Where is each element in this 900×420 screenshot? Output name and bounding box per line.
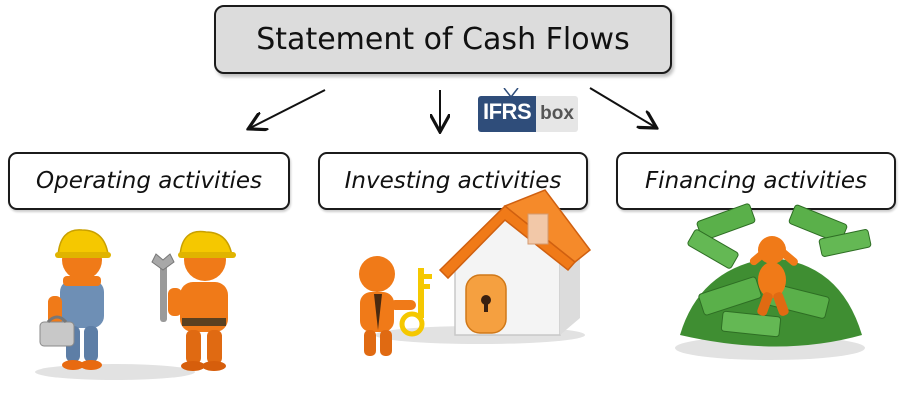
workers-icon (35, 229, 236, 380)
house-key-icon (359, 189, 592, 356)
operating-activities-box: Operating activities (8, 152, 290, 210)
logo-part-box: box (536, 96, 578, 132)
ifrsbox-logo: IFRS box (478, 88, 578, 132)
logo-part-ifrs: IFRS (478, 96, 537, 132)
antenna-icon (503, 88, 519, 98)
arrow-to-financing (589, 87, 655, 127)
money-pile-icon (675, 203, 872, 360)
diagram-title: Statement of Cash Flows (214, 5, 672, 74)
arrow-to-operating (250, 89, 326, 128)
financing-activities-box: Financing activities (616, 152, 896, 210)
